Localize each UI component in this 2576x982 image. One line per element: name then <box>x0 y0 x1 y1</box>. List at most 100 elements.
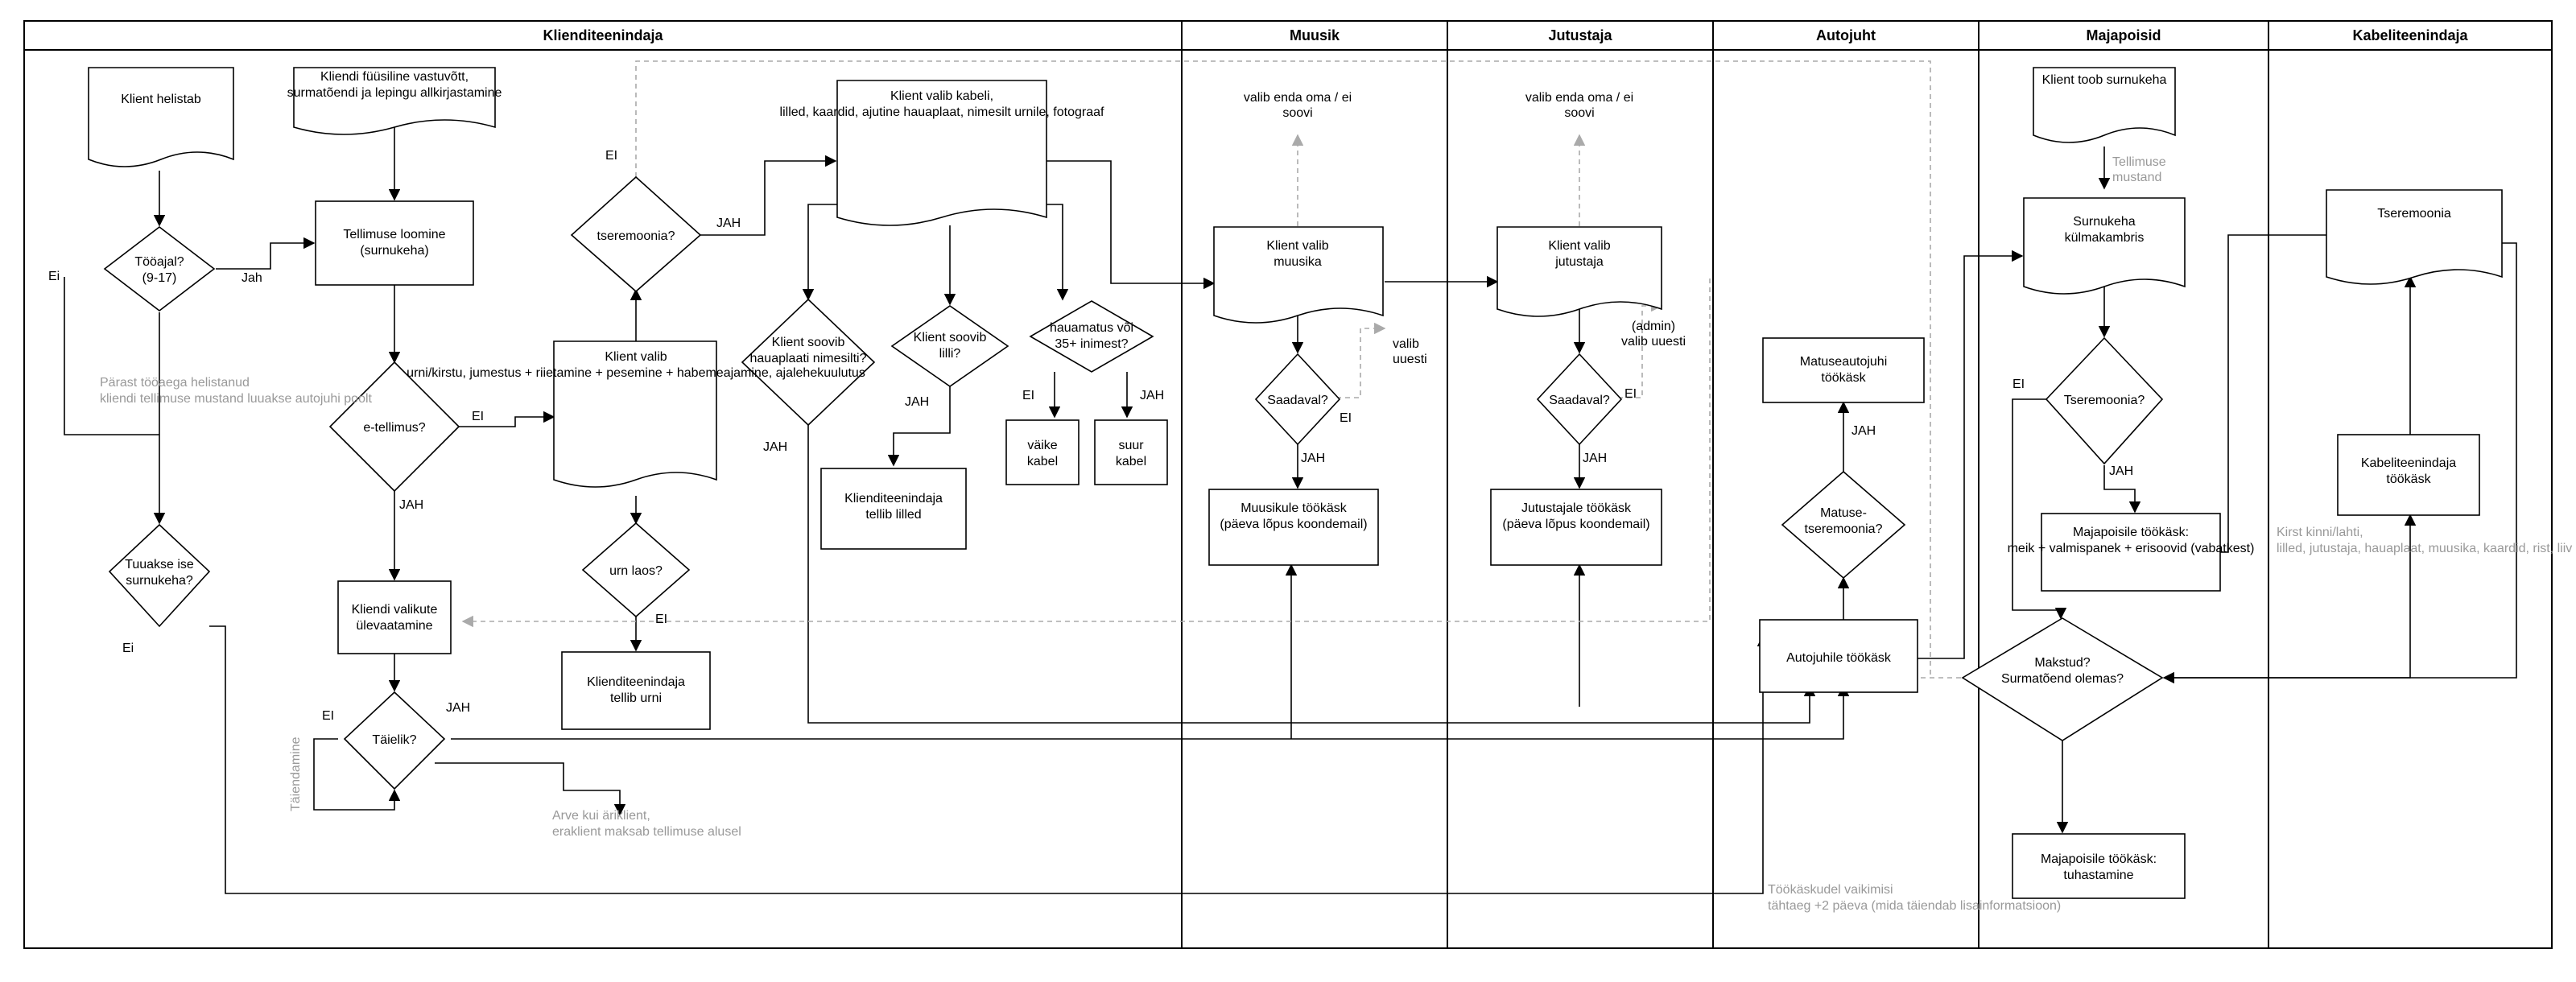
node-n3-text: Tööajal?(9-17) <box>134 255 184 285</box>
label-jah-n24: JAH <box>1583 452 1607 465</box>
node-n12-shape <box>1005 419 1080 485</box>
node-n15-text: urn laos? <box>609 564 663 578</box>
lane-title-autojuht: Autojuht <box>1816 27 1876 43</box>
node-n22-shape <box>1208 489 1379 566</box>
swimlane-frame <box>23 20 2553 949</box>
node-n18-shape <box>337 580 452 654</box>
node-n36-shape <box>2337 434 2480 516</box>
lane-title-jutustaja: Jutustaja <box>1548 27 1612 43</box>
node-n20-shape <box>1213 226 1384 324</box>
node-n32-text: Majapoisile töökäsk:meik + valmispanek +… <box>2008 526 2255 555</box>
node-n27-shape <box>1781 470 1906 580</box>
node-n21-shape <box>1254 353 1341 446</box>
node-n7-shape <box>570 175 702 293</box>
node-texts: Klient helistab Kliendi füüsiline vastuv… <box>121 70 2456 882</box>
node-n21-text: Saadaval? <box>1267 394 1328 407</box>
node-n4-shape <box>315 200 474 286</box>
node-n2-shape <box>293 67 496 135</box>
node-n24-shape <box>1536 353 1623 446</box>
node-n29-text: Klient toob surnukeha <box>2042 73 2167 87</box>
node-n35-shape <box>2326 189 2503 285</box>
label-jah-n11: JAH <box>1140 389 1164 402</box>
node-n31-text: Tseremoonia? <box>2064 394 2145 407</box>
node-n9-shape <box>741 298 876 427</box>
label-admin-valib-uuesti: (admin)valib uuesti <box>1621 320 1686 349</box>
label-jah-n31: JAH <box>2109 464 2133 478</box>
label-jah-n19: JAH <box>446 701 470 715</box>
label-ei-n24: EI <box>1624 387 1637 401</box>
node-n23-shape <box>1496 226 1662 317</box>
lane-title-majapoisid: Majapoisid <box>2086 27 2161 43</box>
label-jah-n10: JAH <box>905 395 929 409</box>
node-n22-text: Muusikule töökäsk(päeva lõpus koondemail… <box>1220 501 1367 531</box>
node-n31-shape <box>2045 336 2164 465</box>
node-n19-shape <box>343 691 446 790</box>
label-jah-n21: JAH <box>1301 452 1325 465</box>
node-n28-shape <box>1759 619 1918 693</box>
note-arve: Arve kui äriklient,eraklient maksab tell… <box>552 809 741 839</box>
lane-title-klienditeenindaja: Klienditeenindaja <box>543 27 663 43</box>
node-n14-shape <box>820 468 967 550</box>
node-n1-text: Klient helistab <box>121 93 201 106</box>
label-jah-n7: JAH <box>716 217 741 230</box>
node-n32-shape <box>2041 513 2221 592</box>
edge-labels: Ei Jah EI JAH EI JAH EI JAH JAH EI JAH E… <box>48 91 2166 811</box>
node-n13-shape <box>1094 419 1168 485</box>
node-n24-text: Saadaval? <box>1549 394 1610 407</box>
node-n16-shape <box>561 651 711 730</box>
label-ei-n17: Ei <box>122 642 134 655</box>
label-jah-n9: JAH <box>763 440 787 454</box>
node-n2-text: Kliendi füüsiline vastuvõtt,surmatõendi … <box>287 70 502 100</box>
node-n33-text: Makstud?Surmatõend olemas? <box>2001 656 2124 686</box>
node-n6-shape <box>553 340 717 488</box>
shapes <box>88 67 2503 899</box>
node-n34-shape <box>2012 833 2186 899</box>
node-n7-text: tseremoonia? <box>597 229 675 243</box>
node-n28-text: Autojuhile töökäsk <box>1786 651 1892 665</box>
lane-title-kabeliteenindaja: Kabeliteenindaja <box>2352 27 2468 43</box>
node-n8-text: Klient valib kabeli,lilled, kaardid, aju… <box>780 89 1104 119</box>
node-n8-shape <box>836 80 1047 226</box>
label-ei-n7: EI <box>605 149 617 163</box>
label-jah-n3: Jah <box>242 271 262 285</box>
node-n30-shape <box>2023 197 2186 295</box>
label-ei-n31: EI <box>2013 378 2025 391</box>
node-n33-shape <box>1961 617 2164 741</box>
label-ei-n11: EI <box>1022 389 1034 402</box>
node-n5-text: e-tellimus? <box>363 421 425 435</box>
label-jah-n5: JAH <box>399 498 423 512</box>
node-n11-shape <box>1029 300 1154 373</box>
label-ei-n19: EI <box>322 709 334 723</box>
edges <box>64 60 2517 894</box>
node-n10-shape <box>890 305 1009 387</box>
node-n34-text: Majapoisile töökäsk:tuhastamine <box>2041 852 2157 882</box>
node-n3-shape <box>103 225 216 312</box>
node-n5-shape <box>328 361 460 493</box>
label-ei-n15: EI <box>655 613 667 626</box>
node-n26-shape <box>1762 337 1925 403</box>
label-jah-n27: JAH <box>1852 424 1876 438</box>
node-n29-shape <box>2033 67 2176 143</box>
node-n19-text: Täielik? <box>372 733 416 747</box>
